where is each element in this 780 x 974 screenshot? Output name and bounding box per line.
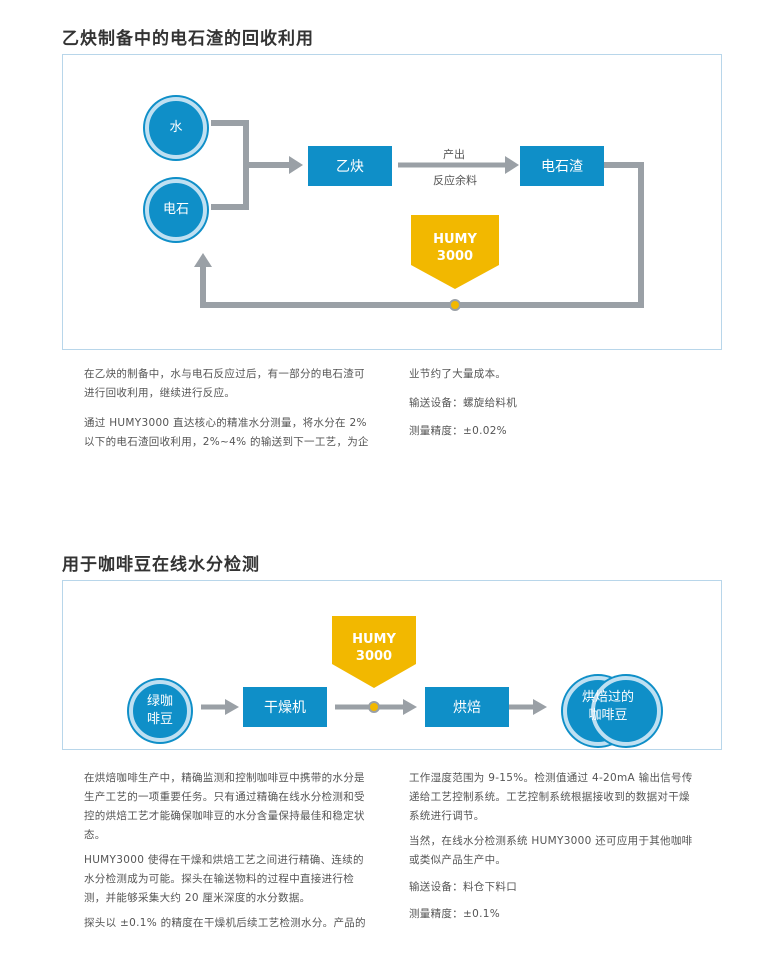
- roasted-label-1: 烘焙过的: [581, 690, 634, 705]
- slag-label: 电石渣: [541, 159, 583, 175]
- s2-right-line1: 工作湿度范围为 9-15%。检测值通过 4-20mA 输出信号传: [409, 772, 693, 784]
- s2-right-line7: 测量精度：±0.1%: [409, 908, 500, 920]
- s2-left-line6: 水分检测成为可能。探头在输送物料的过程中直接进行检: [84, 873, 354, 885]
- s2-right-line3: 系统进行调节。: [409, 810, 485, 822]
- roast-label: 烘焙: [453, 700, 481, 716]
- green-bean-node: 绿咖 啡豆: [129, 680, 191, 742]
- s2-left-line1: 在烘焙咖啡生产中，精确监测和控制咖啡豆中携带的水分是: [84, 772, 365, 784]
- arrow-top-label: 产出: [443, 148, 465, 161]
- badge-line1: HUMY: [433, 232, 477, 247]
- s2-left-line2: 生产工艺的一项重要任务。只有通过精确在线水分检测和受: [84, 791, 365, 803]
- badge-shape-icon-2: [332, 616, 416, 688]
- acetylene-diagram: 水 电石 乙炔 产出 反应余料 电石渣 HUMY 3000: [62, 54, 722, 350]
- s1-left-line4: 以下的电石渣回收利用，2%~4% 的输送到下一工艺，为企: [84, 436, 369, 448]
- s1-right-line2: 输送设备：螺旋给料机: [409, 397, 517, 409]
- water-label: 水: [169, 120, 183, 135]
- arrow-to-roasted: [533, 699, 547, 715]
- roast-node: 烘焙: [425, 687, 509, 727]
- sensor-dot-icon: [449, 299, 461, 311]
- acetylene-node: 乙炔: [308, 146, 392, 186]
- badge2-line1: HUMY: [352, 632, 396, 647]
- arrow-to-dryer: [225, 699, 239, 715]
- roasted-node-text: 烘焙过的 咖啡豆: [568, 683, 648, 731]
- badge2-line2: 3000: [355, 649, 393, 664]
- green-bean-label-2: 啡豆: [146, 712, 173, 727]
- s2-right-line4: 当然，在线水分检测系统 HUMY3000 还可应用于其他咖啡: [409, 835, 693, 847]
- arrow-to-slag: [505, 156, 519, 174]
- s2-right-line5: 或类似产品生产中。: [409, 854, 507, 866]
- sensor-dot-icon-2: [368, 701, 380, 713]
- coffee-diagram: 绿咖 啡豆 干燥机 HUMY 3000 烘焙 烘焙过的 咖啡豆: [62, 580, 722, 750]
- green-bean-label-1: 绿咖: [146, 694, 173, 709]
- arrow-to-roast: [403, 699, 417, 715]
- humy3000-badge-2: HUMY 3000: [332, 616, 416, 688]
- arrow-bottom-label: 反应余料: [433, 174, 477, 187]
- s2-left-line5: HUMY3000 使得在干燥和烘焙工艺之间进行精确、连续的: [84, 854, 364, 866]
- dryer-label: 干燥机: [264, 700, 306, 716]
- s1-left-line2: 进行回收利用，继续进行反应。: [84, 387, 236, 399]
- carbide-node: 电石: [145, 179, 207, 241]
- water-node: 水: [145, 97, 207, 159]
- arrow-return-up: [194, 253, 212, 267]
- dryer-node: 干燥机: [243, 687, 327, 727]
- s1-right-line1: 业节约了大量成本。: [409, 368, 507, 380]
- section2-title: 用于咖啡豆在线水分检测: [62, 555, 260, 575]
- acetylene-label: 乙炔: [336, 159, 364, 175]
- s2-left-line8: 探头以 ±0.1% 的精度在干燥机后续工艺检测水分。产品的: [84, 917, 366, 929]
- s2-right-line2: 递给工艺控制系统。工艺控制系统根据接收到的数据对干燥: [409, 791, 690, 803]
- arrow-to-acetylene: [289, 156, 303, 174]
- slag-node: 电石渣: [520, 146, 604, 186]
- badge-shape-icon: [411, 215, 499, 289]
- acetylene-flow-lines: [194, 120, 644, 308]
- s2-right-line6: 输送设备：料仓下料口: [409, 881, 517, 893]
- return-loop-line: [200, 162, 644, 308]
- roasted-label-2: 咖啡豆: [588, 708, 628, 723]
- roasted-node-right-circle: [591, 676, 661, 746]
- section1-title: 乙炔制备中的电石渣的回收利用: [62, 29, 314, 49]
- s1-left-line1: 在乙炔的制备中，水与电石反应过后，有一部分的电石渣可: [84, 368, 365, 380]
- s1-right-line3: 测量精度：±0.02%: [409, 425, 507, 437]
- s1-left-line3: 通过 HUMY3000 直达核心的精准水分测量，将水分在 2%: [84, 417, 367, 429]
- s2-left-line7: 测，并能够采集大约 20 厘米深度的水分数据。: [84, 892, 311, 904]
- s2-left-line3: 控的烘焙工艺才能确保咖啡豆的水分含量保持最佳和稳定状: [84, 810, 365, 822]
- badge-line2: 3000: [436, 249, 474, 264]
- s2-left-line4: 态。: [84, 829, 106, 841]
- humy3000-badge: HUMY 3000: [411, 215, 499, 289]
- carbide-label: 电石: [162, 202, 189, 217]
- merge-line: [211, 120, 249, 210]
